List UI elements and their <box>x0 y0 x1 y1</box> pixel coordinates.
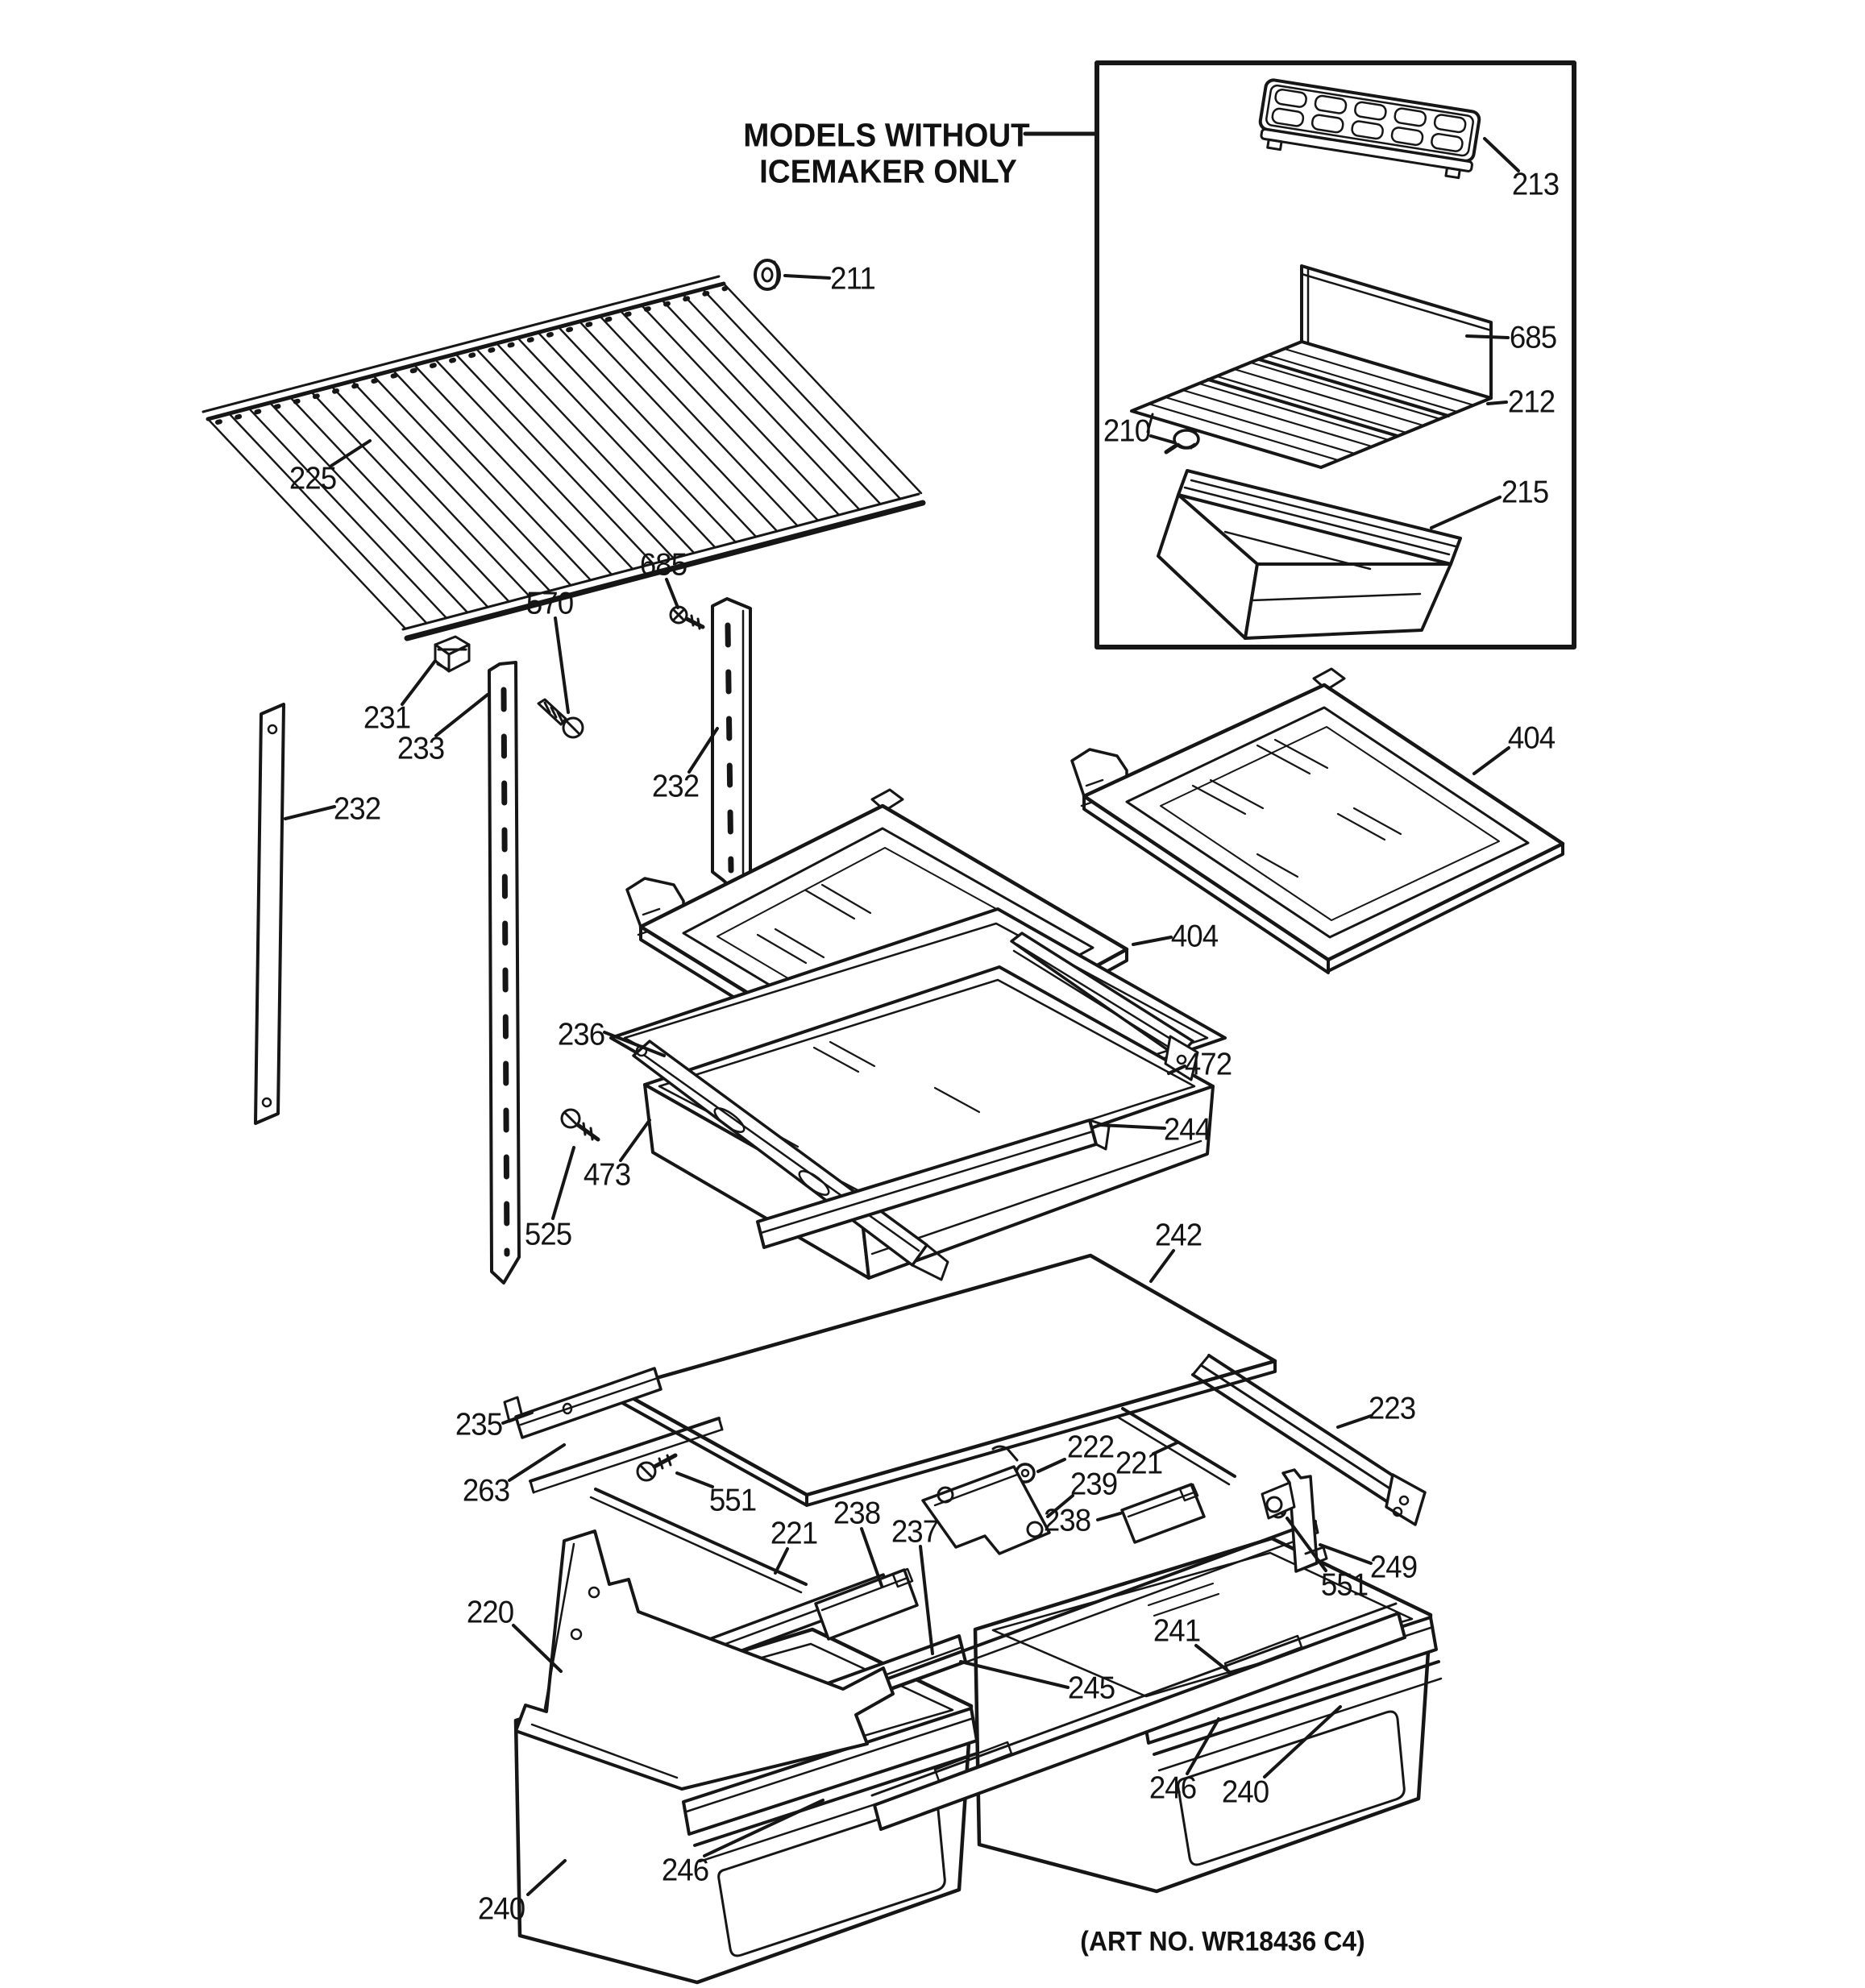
screw-570 <box>537 698 584 739</box>
part-label-223: 223 <box>1368 1391 1416 1426</box>
part-label-235: 235 <box>455 1407 503 1442</box>
art-number: (ART NO. WR18436 C4) <box>1080 1926 1365 1957</box>
part-label-473: 473 <box>583 1157 631 1193</box>
slide-rail-472 <box>1010 932 1199 1081</box>
part-label-240-left: 240 <box>477 1891 525 1927</box>
part-label-246-left: 246 <box>661 1853 709 1888</box>
part-label-222: 222 <box>1066 1430 1115 1465</box>
part-label-246-right: 246 <box>1148 1770 1197 1806</box>
part-label-238-right: 238 <box>1043 1503 1091 1538</box>
freezer-shelf-212 <box>1130 264 1493 469</box>
icemaker-only-box <box>1023 60 1576 650</box>
part-label-245: 245 <box>1067 1671 1115 1706</box>
part-label-231: 231 <box>363 700 411 736</box>
part-label-525: 525 <box>524 1217 572 1252</box>
glass-reflection-marks <box>1191 738 1402 878</box>
part-label-213: 213 <box>1511 167 1560 202</box>
part-label-225: 225 <box>289 461 337 496</box>
part-label-220: 220 <box>466 1595 514 1630</box>
support-bracket-220 <box>514 1529 895 1791</box>
part-label-244: 244 <box>1163 1112 1211 1148</box>
part-label-236: 236 <box>557 1017 605 1052</box>
part-label-404-mid: 404 <box>1170 919 1219 954</box>
hanger-rail-232-right <box>711 597 752 893</box>
part-label-232-right: 232 <box>651 769 700 804</box>
support-rail-221-diagonal <box>589 1488 808 1594</box>
part-label-404-top: 404 <box>1507 720 1556 756</box>
cartridge-238-right <box>1120 1483 1206 1544</box>
part-label-239: 239 <box>1070 1467 1118 1502</box>
part-label-242: 242 <box>1154 1218 1202 1253</box>
part-label-210: 210 <box>1103 413 1151 449</box>
part-label-249: 249 <box>1369 1550 1418 1585</box>
note-icemaker-only: ICEMAKER ONLY <box>759 152 1017 190</box>
part-label-221-right: 221 <box>1115 1446 1163 1481</box>
part-label-685-box: 685 <box>1509 320 1557 355</box>
note-models-without: MODELS WITHOUT <box>743 116 1030 154</box>
fresh-food-pan-240-right <box>973 1536 1443 1894</box>
part-label-570: 570 <box>525 586 574 621</box>
part-label-221-left: 221 <box>770 1516 818 1551</box>
glass-shelf-404-top <box>1070 667 1565 974</box>
ice-cube-tray-213 <box>1258 78 1481 180</box>
part-label-232-left: 232 <box>333 791 381 827</box>
part-label-551-left: 551 <box>708 1483 757 1518</box>
part-label-238-left: 238 <box>833 1496 881 1531</box>
trim-rail-263 <box>529 1417 724 1494</box>
front-rail-244 <box>756 1119 1111 1249</box>
part-label-211: 211 <box>830 261 876 297</box>
screw-685-mid <box>669 605 705 630</box>
hanger-rail-233 <box>488 661 521 1285</box>
leader-lines <box>284 137 1520 1896</box>
shelf-stud-210 <box>1164 429 1200 454</box>
glass-panel-242 <box>614 1253 1277 1507</box>
carriage-239 <box>921 1465 1051 1555</box>
part-label-241: 241 <box>1153 1613 1201 1649</box>
part-label-685-mid: 685 <box>639 547 687 583</box>
cartridge-238-left <box>814 1567 919 1641</box>
screw-525 <box>560 1108 600 1142</box>
part-label-212: 212 <box>1507 384 1556 420</box>
part-label-472: 472 <box>1184 1047 1232 1082</box>
drawer-front-insert-246-right <box>1177 1710 1406 1866</box>
bracket-235 <box>503 1367 663 1439</box>
part-label-263: 263 <box>462 1473 510 1509</box>
screw-551-left <box>636 1453 678 1482</box>
wire-shelf-225 <box>201 275 926 641</box>
part-label-215: 215 <box>1501 475 1549 510</box>
part-label-240-right: 240 <box>1221 1774 1269 1810</box>
drawer-slide-223 <box>1191 1354 1427 1526</box>
storage-bin-215 <box>1157 469 1462 640</box>
part-label-237: 237 <box>891 1514 939 1550</box>
trim-strip-232-left <box>254 703 285 1125</box>
back-rail-241 <box>870 1602 1406 1831</box>
part-label-551-right: 551 <box>1320 1567 1369 1603</box>
grommet-211 <box>754 259 781 291</box>
part-label-233: 233 <box>397 731 445 766</box>
shelf-support-clip-231 <box>434 635 471 673</box>
